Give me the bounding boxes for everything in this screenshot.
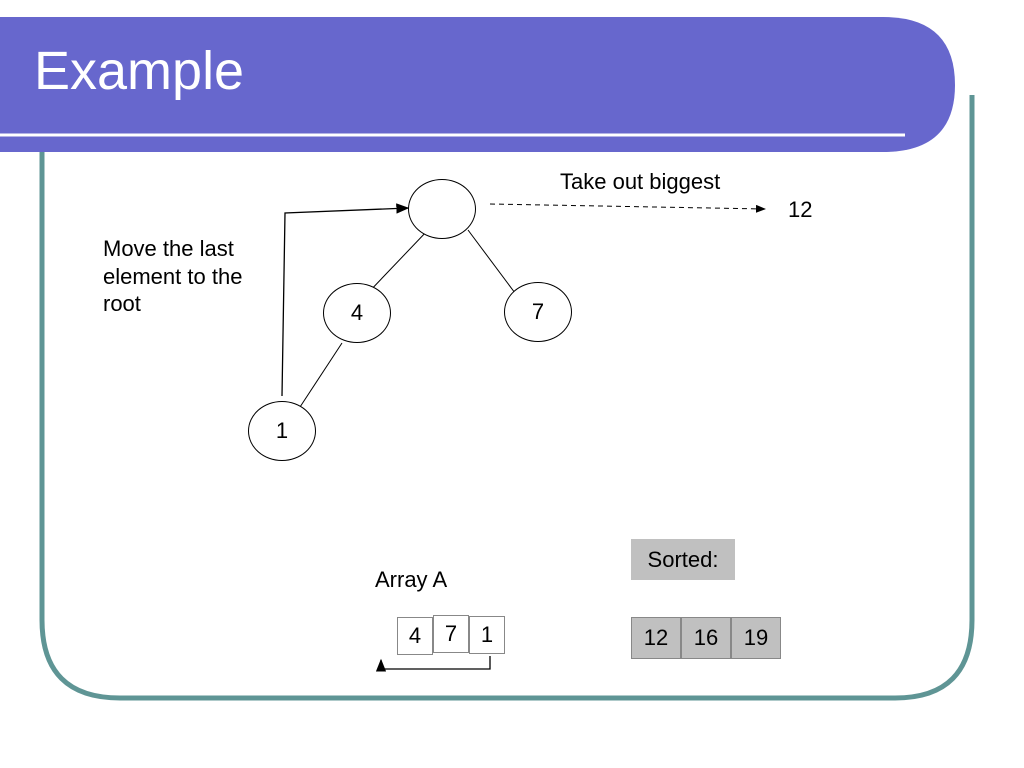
title-bar — [0, 17, 955, 152]
move-last-note: Move the last element to the root — [103, 235, 242, 318]
tree-node-7: 7 — [504, 282, 572, 342]
sorted-cell-2: 19 — [731, 617, 781, 659]
tree-node-root — [408, 179, 476, 239]
move-to-root-arrow — [281, 203, 410, 397]
sorted-cell-0: 12 — [631, 617, 681, 659]
edge-root-to-4 — [365, 229, 429, 296]
move-last-note-line2: element to the — [103, 263, 243, 289]
sorted-cell-1: 16 — [681, 617, 731, 659]
array-cell-2: 1 — [469, 616, 505, 654]
tree-node-4: 4 — [323, 283, 391, 343]
move-last-note-line3: root — [103, 291, 141, 316]
edge-4-to-1 — [299, 342, 343, 408]
array-cell-1: 7 — [433, 615, 469, 653]
sorted-label: Sorted: — [631, 539, 735, 580]
tree-node-1: 1 — [248, 401, 316, 461]
slide-title: Example — [34, 41, 245, 101]
taken-value: 12 — [788, 197, 813, 222]
content-frame-border — [39, 95, 975, 701]
array-label: Array A — [375, 567, 448, 592]
array-move-arrow — [375, 656, 491, 672]
take-out-label: Take out biggest — [560, 169, 721, 194]
array-cell-0: 4 — [397, 617, 433, 655]
take-out-arrow — [489, 203, 766, 213]
move-last-note-line1: Move the last — [103, 236, 234, 261]
edge-root-to-7 — [467, 229, 516, 294]
